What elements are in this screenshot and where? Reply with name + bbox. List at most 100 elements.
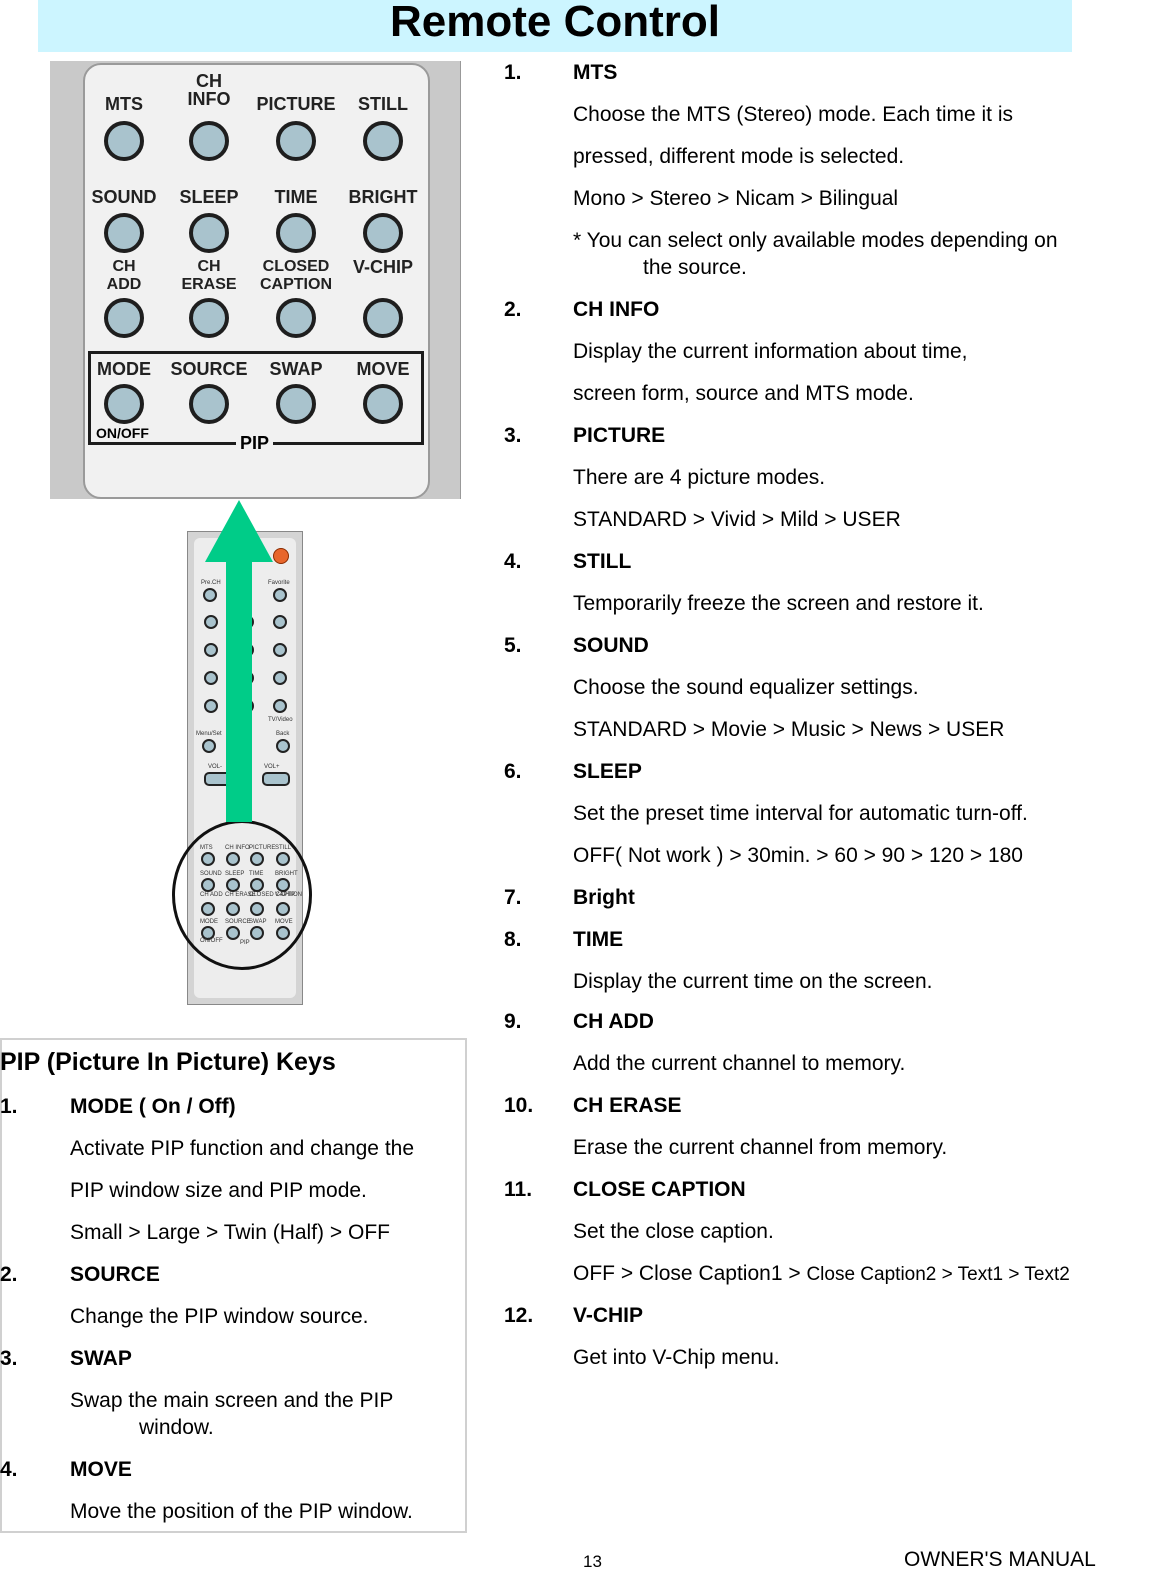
- remote-key-label: CLOSED CAPTION: [260, 258, 332, 293]
- arrow-up-icon-shaft: [226, 560, 252, 822]
- remote-mini-label: Menu/Set: [196, 731, 222, 737]
- remote-key-button: [104, 121, 144, 161]
- entry-heading: CH ERASE: [573, 1094, 682, 1117]
- remote-key-label: V-CHIP: [352, 257, 413, 277]
- entry-line-part: OFF > Close Caption1 >: [573, 1262, 807, 1285]
- volume-plus-bar: [262, 772, 290, 786]
- entry-number: 10.: [504, 1094, 534, 1117]
- remote-key-button: [276, 213, 316, 253]
- entry-heading: SOUND: [573, 634, 649, 657]
- remote-key-button: [276, 384, 316, 424]
- entry-heading: CLOSE CAPTION: [573, 1178, 746, 1201]
- remote-mini-button: [202, 739, 216, 753]
- remote-mini-button: [204, 671, 218, 685]
- entry-line: There are 4 picture modes.: [573, 466, 826, 489]
- pip-item-line: PIP window size and PIP mode.: [70, 1179, 367, 1202]
- remote-mini-button: [273, 671, 287, 685]
- remote-key-button: [189, 384, 229, 424]
- remote-key-label: SOURCE: [170, 359, 248, 379]
- entry-heading: MTS: [573, 61, 618, 84]
- remote-mini-button: [276, 739, 290, 753]
- remote-mini-button: [204, 615, 218, 629]
- remote-key-button: [363, 213, 403, 253]
- remote-key-label: MTS: [105, 94, 143, 114]
- remote-key-label: BRIGHT: [348, 187, 418, 207]
- entry-line: Set the close caption.: [573, 1220, 774, 1243]
- entry-number: 8.: [504, 928, 522, 951]
- entry-line: * You can select only available modes de…: [573, 229, 1058, 252]
- entry-line: OFF > Close Caption1 > Close Caption2 > …: [573, 1262, 1070, 1286]
- remote-key-label: SLEEP: [179, 187, 239, 207]
- remote-key-button: [104, 298, 144, 338]
- remote-mini-label: TV/Video: [268, 717, 293, 723]
- remote-key-button: [276, 298, 316, 338]
- remote-key-label: CH INFO: [187, 71, 231, 109]
- remote-mini-label: Favorite: [268, 580, 290, 586]
- entry-heading: STILL: [573, 550, 632, 573]
- pip-section-title: PIP (Picture In Picture) Keys: [0, 1048, 336, 1076]
- pip-item-number: 4.: [0, 1458, 18, 1481]
- entry-number: 6.: [504, 760, 522, 783]
- remote-mini-button: [273, 699, 287, 713]
- entry-heading: CH ADD: [573, 1010, 654, 1033]
- pip-item-heading: SOURCE: [70, 1263, 160, 1286]
- entry-line-continued: the source.: [643, 256, 747, 279]
- remote-mini-button: [203, 588, 217, 602]
- remote-key-label: MOVE: [356, 359, 410, 379]
- pip-item-line: Swap the main screen and the PIP: [70, 1389, 394, 1412]
- pip-item-number: 3.: [0, 1347, 18, 1370]
- remote-key-label: MODE: [97, 359, 151, 379]
- pip-item-line: Move the position of the PIP window.: [70, 1500, 413, 1523]
- on-off-label: ON/OFF: [96, 425, 149, 441]
- page-number: 13: [583, 1552, 602, 1571]
- page-title: Remote Control: [390, 0, 720, 46]
- entry-line: Choose the sound equalizer settings.: [573, 676, 919, 699]
- entry-line: Choose the MTS (Stereo) mode. Each time …: [573, 103, 1014, 126]
- remote-key-label: TIME: [274, 187, 318, 207]
- entry-number: 3.: [504, 424, 522, 447]
- remote-mini-button: [273, 615, 287, 629]
- entry-number: 7.: [504, 886, 522, 909]
- pip-item-heading: MODE ( On / Off): [70, 1095, 236, 1118]
- pip-keys-panel: [0, 1038, 467, 1533]
- pip-item-number: 2.: [0, 1263, 18, 1286]
- entry-line: STANDARD > Vivid > Mild > USER: [573, 508, 901, 531]
- entry-heading: SLEEP: [573, 760, 642, 783]
- entry-heading: PICTURE: [573, 424, 666, 447]
- entry-line: Display the current information about ti…: [573, 340, 968, 363]
- remote-key-button: [189, 213, 229, 253]
- remote-key-label: SWAP: [269, 359, 323, 379]
- remote-key-button: [189, 121, 229, 161]
- entry-heading: TIME: [573, 928, 624, 951]
- entry-line: Display the current time on the screen.: [573, 970, 933, 993]
- remote-key-button: [104, 384, 144, 424]
- entry-number: 2.: [504, 298, 522, 321]
- entry-number: 9.: [504, 1010, 522, 1033]
- remote-mini-label: VOL+: [264, 764, 280, 770]
- entry-line: STANDARD > Movie > Music > News > USER: [573, 718, 1005, 741]
- pip-item-heading: SWAP: [70, 1347, 132, 1370]
- entry-line: OFF( Not work ) > 30min. > 60 > 90 > 120…: [573, 844, 1023, 867]
- remote-mini-button: [204, 643, 218, 657]
- pip-item-heading: MOVE: [70, 1458, 132, 1481]
- entry-line: Get into V-Chip menu.: [573, 1346, 780, 1369]
- pip-group-label: PIP: [236, 434, 274, 452]
- remote-key-label: CH ADD: [106, 258, 142, 293]
- entry-line: Add the current channel to memory.: [573, 1052, 906, 1075]
- remote-key-label: CH ERASE: [181, 258, 237, 293]
- entry-number: 5.: [504, 634, 522, 657]
- entry-line-part: Close Caption2 > Text1 > Text2: [806, 1264, 1070, 1285]
- entry-heading: V-CHIP: [573, 1304, 644, 1327]
- remote-key-button: [276, 121, 316, 161]
- manual-title: OWNER'S MANUAL: [904, 1548, 1096, 1571]
- pip-item-line: Small > Large > Twin (Half) > OFF: [70, 1221, 390, 1244]
- pip-item-line: Activate PIP function and change the: [70, 1137, 415, 1160]
- entry-number: 1.: [504, 61, 522, 84]
- remote-key-label: STILL: [358, 94, 408, 114]
- entry-line: pressed, different mode is selected.: [573, 145, 905, 168]
- entry-number: 12.: [504, 1304, 534, 1327]
- entry-line: Mono > Stereo > Nicam > Bilingual: [573, 187, 899, 210]
- power-button-icon: [273, 548, 289, 564]
- remote-mini-button: [273, 643, 287, 657]
- remote-mini-button: [273, 588, 287, 602]
